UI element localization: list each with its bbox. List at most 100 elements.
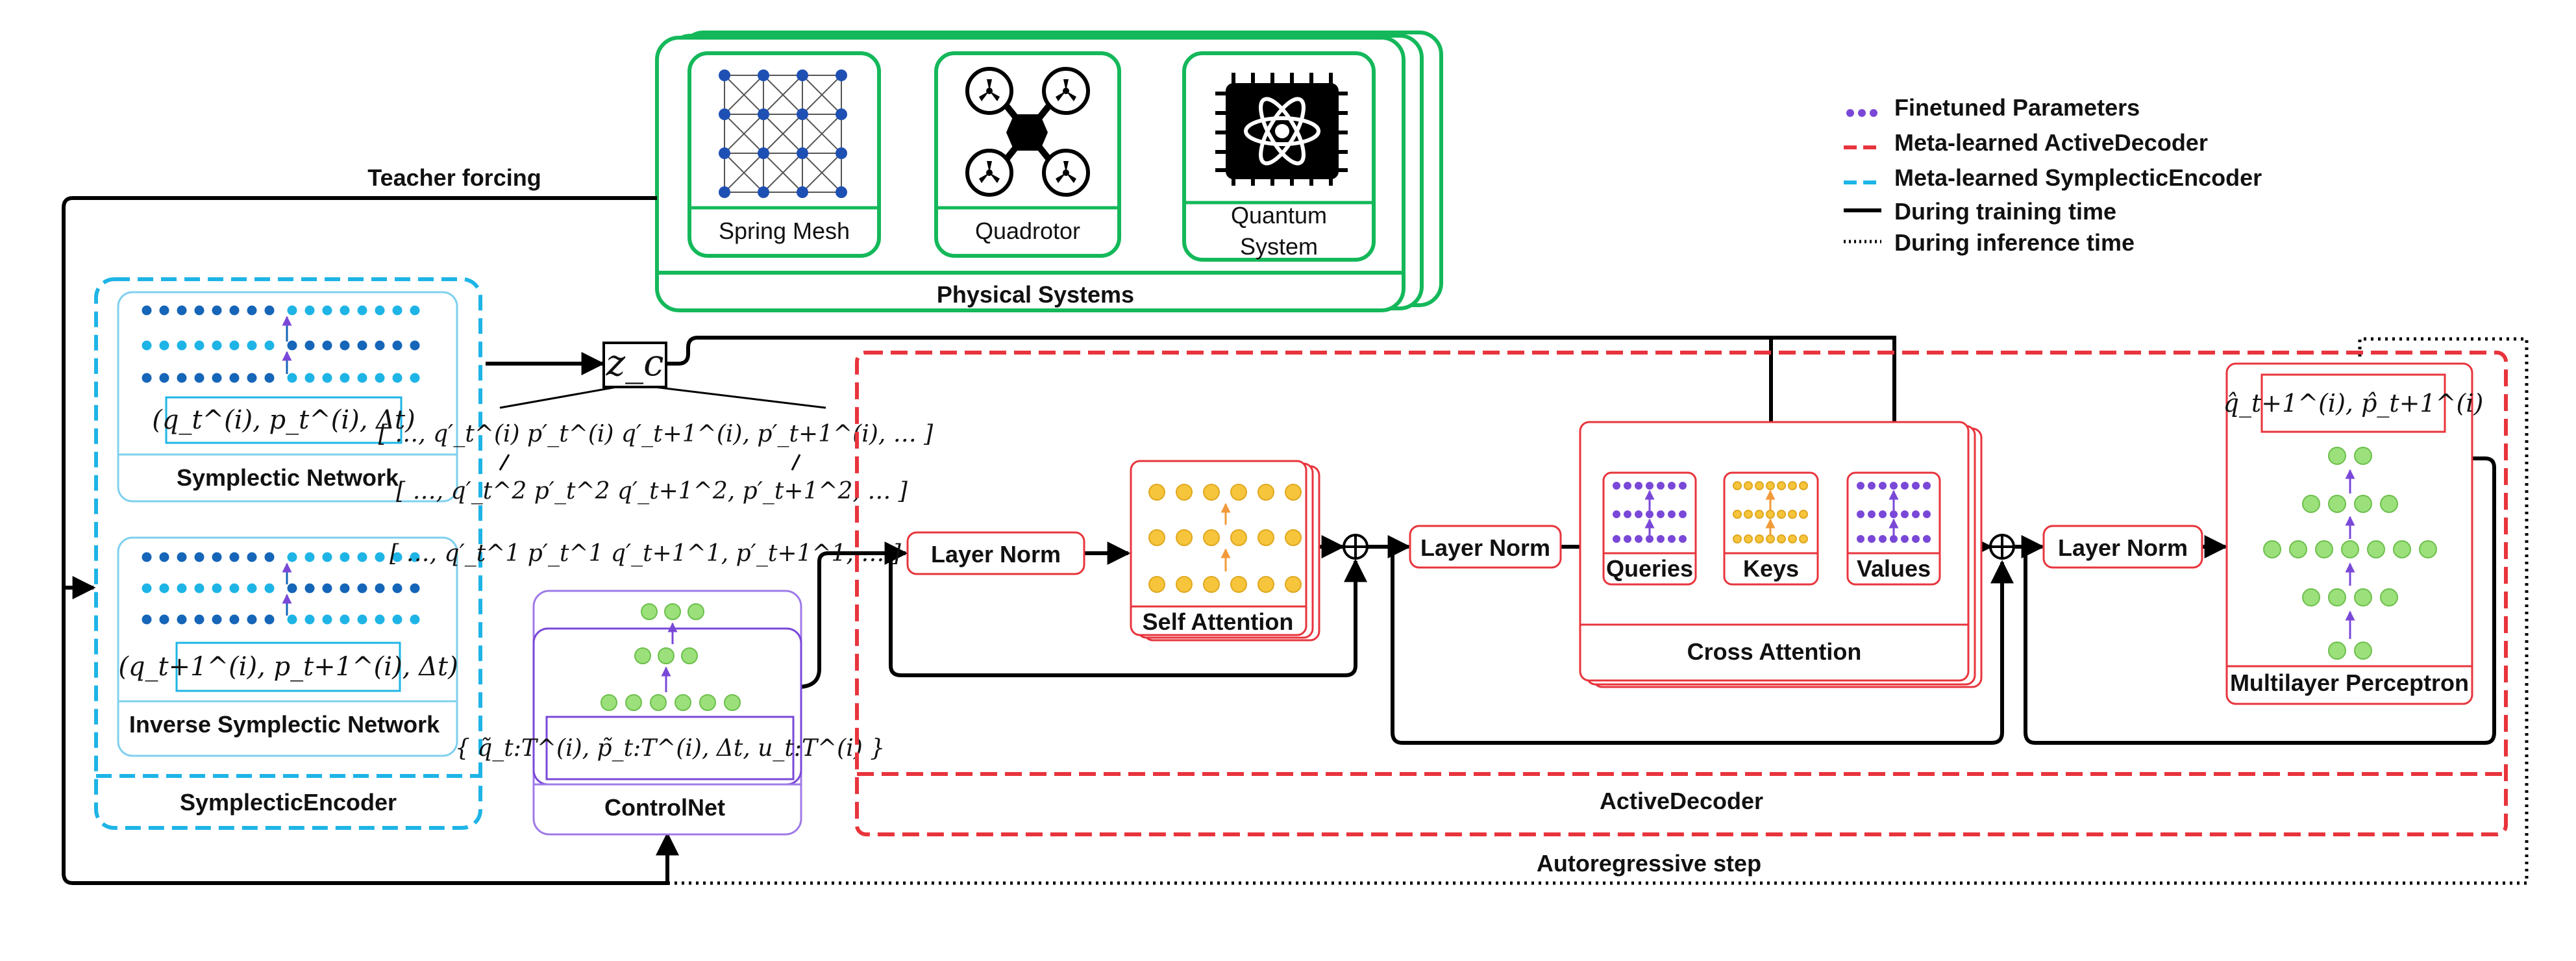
self-attention-neuron: [1203, 576, 1220, 593]
mlp-neuron: [2367, 540, 2385, 558]
symplectic-neuron: [340, 340, 350, 351]
legend-decoder-label: Meta-learned ActiveDecoder: [1894, 129, 2208, 156]
mlp-neuron: [2393, 540, 2411, 558]
physical-systems-title: Physical Systems: [937, 281, 1134, 308]
symplectic-neuron: [247, 614, 257, 625]
query-neuron: [1624, 510, 1631, 518]
self-attention-neurons: [1148, 484, 1302, 593]
controlnet-neuron: [650, 694, 667, 711]
symplectic-neuron: [177, 583, 187, 593]
symplectic-neuron: [304, 340, 315, 351]
spring-mesh-icon: [719, 69, 847, 198]
symplectic-neuron: [304, 583, 315, 593]
symplectic-neuron: [194, 552, 204, 562]
controlnet-neuron: [601, 694, 617, 711]
value-neuron: [1901, 510, 1909, 518]
key-neuron: [1755, 481, 1764, 490]
value-neuron: [1890, 482, 1898, 490]
mlp-neuron: [2354, 642, 2372, 660]
symplectic-neuron: [229, 373, 240, 383]
inverse-symplectic-network-neurons: [142, 552, 420, 625]
legend-finetuned-icon: [1846, 109, 1877, 117]
query-neuron: [1668, 510, 1676, 518]
symplectic-network-block: (q_t^(i), p_t^(i), Δt) Symplectic Networ…: [117, 291, 458, 503]
values-label: Values: [1857, 555, 1931, 582]
symplectic-neuron: [287, 373, 297, 383]
key-neuron: [1733, 481, 1742, 490]
symplectic-neuron: [212, 614, 222, 625]
self-attention-neuron: [1230, 576, 1247, 593]
self-attention-neuron: [1148, 484, 1165, 501]
symplectic-neuron: [375, 614, 385, 625]
active-decoder: ActiveDecoder Layer Norm Self Attention …: [855, 351, 2508, 836]
legend-inference-label: During inference time: [1894, 229, 2135, 256]
symplectic-neuron: [375, 552, 385, 562]
symplectic-neuron: [194, 583, 204, 593]
symplectic-neuron: [264, 583, 275, 593]
key-neuron: [1799, 481, 1808, 490]
key-neuron: [1744, 534, 1753, 543]
controlnet-input-box: [545, 716, 795, 780]
symplectic-neuron: [212, 340, 222, 351]
symplectic-encoder-title: SymplecticEncoder: [180, 789, 397, 816]
mlp-neuron: [2380, 495, 2398, 513]
value-neuron: [1857, 535, 1864, 543]
symplectic-neuron: [159, 373, 169, 383]
symplectic-neuron: [287, 614, 297, 625]
symplectic-neuron: [287, 583, 297, 593]
value-neuron: [1923, 510, 1931, 518]
layer-norm-1: [906, 531, 1085, 575]
legend: Finetuned Parameters Meta-learned Active…: [1844, 94, 2262, 256]
quadrotor-label: Quadrotor: [975, 218, 1080, 244]
mlp-block: q̂_t+1^(i), p̂_t+1^(i) Multilayer Percep…: [2223, 362, 2483, 705]
key-neuron: [1799, 534, 1808, 543]
symplectic-neuron: [375, 305, 385, 316]
symplectic-neuron: [392, 340, 402, 351]
symplectic-neuron: [194, 305, 204, 316]
symplectic-neuron: [247, 583, 257, 593]
symplectic-neuron: [340, 552, 350, 562]
mlp-neuron: [2419, 540, 2437, 558]
controlnet-title: ControlNet: [604, 794, 725, 821]
symplectic-neuron: [264, 552, 275, 562]
latent-sequence-row-2: [ …, q′_t^2 p′_t^2 q′_t+1^2, p′_t+1^2, ……: [396, 478, 908, 505]
symplectic-neuron: [322, 583, 332, 593]
spring-mesh-label: Spring Mesh: [719, 218, 850, 244]
quantum-label-line2: System: [1240, 233, 1318, 260]
query-neuron: [1646, 510, 1653, 518]
controlnet-neuron: [675, 694, 691, 711]
self-attention-neuron: [1176, 529, 1193, 546]
symplectic-neuron: [322, 373, 332, 383]
symplectic-neuron: [229, 552, 240, 562]
symplectic-neuron: [410, 305, 420, 316]
symplectic-neuron: [229, 305, 240, 316]
symplectic-neuron: [159, 583, 169, 593]
symplectic-neuron: [304, 305, 315, 316]
controlnet-to-layernorm-arrow: [797, 542, 908, 689]
layer-norm-1-label: Layer Norm: [931, 541, 1061, 568]
symplectic-neuron: [410, 373, 420, 383]
self-attention-neuron: [1257, 484, 1274, 501]
key-neuron: [1733, 534, 1742, 543]
inverse-symplectic-input-box: [175, 642, 401, 692]
query-neuron: [1613, 482, 1620, 490]
symplectic-encoder: SymplecticEncoder (q_t^(i), p_t^(i), Δt)…: [94, 277, 482, 830]
mlp-neuron: [2328, 642, 2346, 660]
teacher-forcing-label: Teacher forcing: [367, 164, 541, 191]
symplectic-neuron: [177, 373, 187, 383]
value-neuron: [1879, 535, 1887, 543]
symplectic-neuron: [264, 340, 275, 351]
mlp-neuron: [2328, 495, 2346, 513]
value-neuron: [1901, 482, 1909, 490]
self-attention-neuron: [1176, 576, 1193, 593]
quantum-label-line1: Quantum: [1231, 202, 1327, 229]
mlp-neuron: [2328, 588, 2346, 606]
symplectic-neuron: [357, 614, 367, 625]
zc-label: z_c: [606, 342, 664, 384]
self-attention-block: Self Attention: [1130, 460, 1320, 642]
query-neuron: [1668, 535, 1676, 543]
symplectic-neuron: [194, 373, 204, 383]
query-neuron: [1646, 535, 1653, 543]
add-node-2: [1989, 534, 2015, 560]
latent-block: z_c [ …, q′_t^(i) p′_t^(i) q′_t+1^(i), p…: [378, 342, 934, 567]
